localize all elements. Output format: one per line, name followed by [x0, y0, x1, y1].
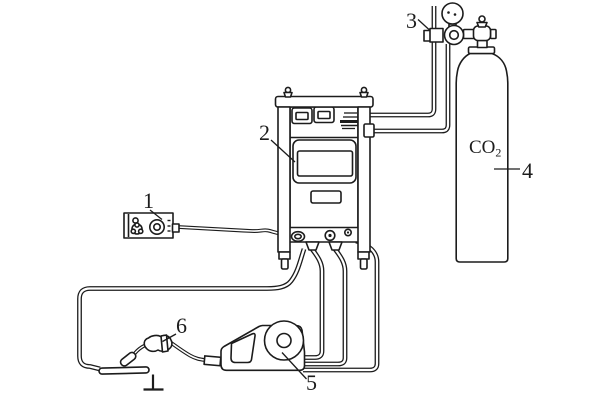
cable-connector — [203, 355, 222, 367]
callouts: 1 2 3 4 5 6 — [143, 8, 533, 395]
handwheel-knob — [478, 15, 486, 23]
front-panel-window — [296, 150, 354, 177]
lifting-lug-right — [359, 86, 369, 98]
selector-knob — [130, 222, 144, 235]
label-gas-cylinder: 4 — [522, 158, 533, 183]
welding-torch — [119, 334, 173, 367]
panel-meter-right — [313, 106, 335, 124]
torch-nozzle — [119, 351, 137, 367]
control-cable — [177, 225, 294, 237]
cable-connector-left — [305, 241, 320, 251]
wire-feeder — [203, 320, 306, 372]
inlet-fitting — [429, 27, 444, 43]
leg-left — [277, 106, 291, 253]
valve-body — [472, 25, 492, 42]
cylinder-body — [455, 52, 509, 263]
output-terminal-3 — [343, 228, 352, 237]
work-lead-cable — [77, 248, 307, 372]
feeder-window — [230, 332, 256, 364]
gas-hose-upper — [369, 6, 437, 118]
hose-fitting — [363, 123, 375, 138]
output-terminal-2 — [324, 229, 336, 242]
foot-left — [278, 251, 291, 270]
torch-collar — [160, 334, 169, 353]
handwheel-flange — [476, 21, 488, 28]
foot-right — [357, 251, 370, 270]
lifting-lug-left — [283, 86, 293, 98]
connector-pins — [167, 219, 171, 232]
gas-hose-lower — [369, 44, 451, 134]
control-box-body — [123, 212, 174, 239]
label-power-source: 2 — [259, 120, 270, 145]
valve-outlet-right — [489, 28, 497, 40]
welding-power-source — [274, 86, 375, 270]
callout-line-2 — [270, 139, 296, 163]
panel-meter-left — [291, 107, 313, 125]
output-terminal-1 — [290, 230, 306, 243]
wire-spool — [263, 320, 305, 361]
callout-line-6 — [162, 333, 177, 343]
control-knob — [149, 219, 166, 236]
callout-line-5 — [281, 352, 307, 380]
co2-gas-cylinder: CO2 — [455, 52, 509, 263]
label-gas-regulator: 3 — [406, 8, 417, 33]
remote-control-box — [123, 212, 180, 239]
panel-text-lines — [340, 112, 359, 130]
feeder-cable-2 — [303, 247, 348, 367]
gas-regulator — [423, 2, 465, 46]
cylinder-gas-label: CO2 — [469, 137, 501, 160]
label-control-box: 1 — [143, 188, 154, 213]
label-wire-feeder: 5 — [306, 370, 317, 395]
feeder-cable-1 — [303, 247, 325, 360]
pressure-gauge — [441, 2, 464, 25]
cable-connector-right — [328, 241, 343, 251]
torch-cable — [168, 340, 209, 363]
ground-symbol — [143, 374, 164, 391]
nameplate — [310, 190, 342, 204]
callout-line-1 — [149, 209, 163, 221]
workpiece — [98, 366, 150, 375]
callout-line-3 — [417, 19, 430, 31]
label-welding-torch: 6 — [176, 313, 187, 338]
valve-stem — [476, 39, 488, 49]
regulator-body — [443, 24, 465, 46]
cable-stub — [171, 223, 180, 233]
cylinder-valve — [462, 15, 497, 55]
top-cap — [274, 95, 374, 108]
